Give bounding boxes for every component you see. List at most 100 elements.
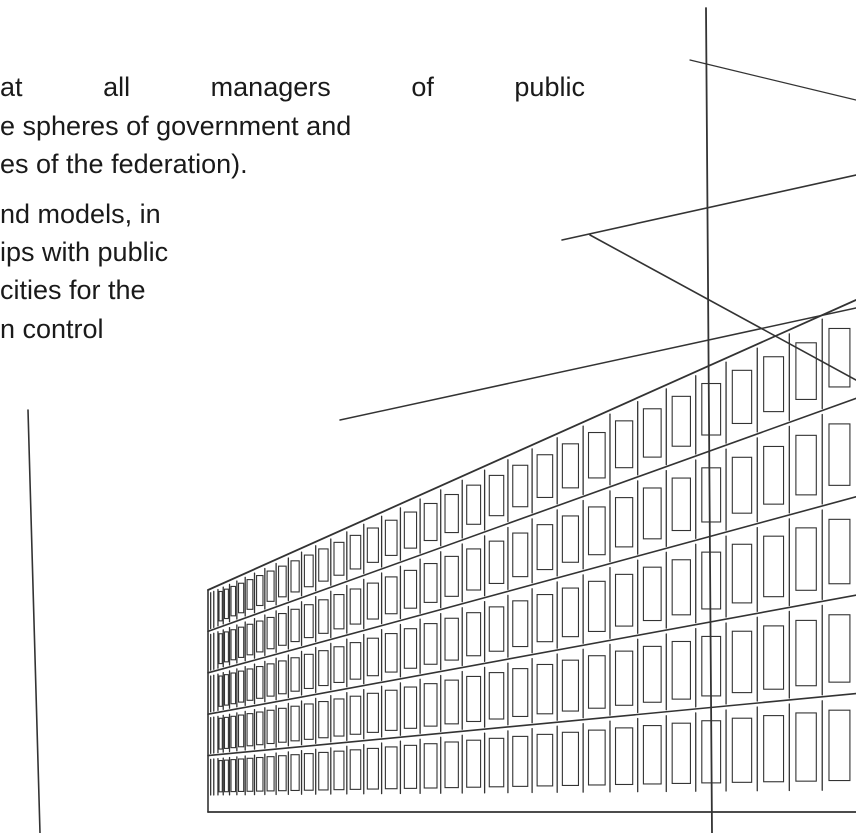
window-frame bbox=[266, 663, 275, 697]
window-frame bbox=[246, 713, 254, 747]
facade-roof-line bbox=[207, 299, 856, 591]
window-frame bbox=[218, 717, 223, 750]
window-frame bbox=[223, 674, 229, 706]
window-frame bbox=[290, 657, 300, 692]
construction-line-diagonal bbox=[689, 59, 856, 101]
window-frame bbox=[828, 518, 851, 585]
word: all bbox=[103, 72, 131, 102]
window-frame bbox=[671, 722, 691, 784]
window-frame bbox=[223, 588, 229, 620]
window-frame bbox=[444, 617, 459, 661]
paragraph-2-line-3: cities for the bbox=[0, 275, 146, 305]
window-frame bbox=[466, 548, 482, 591]
paragraph-1-line-2: e spheres of government and bbox=[0, 111, 352, 141]
window-frame bbox=[278, 612, 287, 646]
window-frame bbox=[333, 541, 345, 576]
window-frame bbox=[488, 606, 505, 652]
word: managers bbox=[210, 72, 331, 102]
window-frame bbox=[423, 743, 438, 789]
window-frame bbox=[256, 620, 264, 653]
window-frame bbox=[318, 548, 329, 582]
window-frame bbox=[246, 579, 254, 610]
construction-line-diagonal bbox=[561, 174, 856, 241]
window-frame bbox=[763, 715, 785, 783]
window-frame bbox=[303, 653, 314, 690]
window-frame bbox=[561, 443, 580, 489]
facade-floor-line bbox=[207, 594, 856, 716]
window-frame bbox=[614, 727, 634, 786]
window-frame bbox=[246, 623, 254, 656]
window-frame bbox=[237, 670, 245, 703]
window-frame bbox=[488, 672, 505, 720]
window-frame bbox=[444, 741, 459, 789]
window-frame bbox=[384, 689, 398, 731]
window-frame bbox=[318, 599, 329, 634]
window-frame bbox=[512, 668, 529, 718]
window-frame bbox=[561, 587, 580, 638]
window-frame bbox=[256, 665, 264, 699]
window-frame bbox=[466, 675, 482, 723]
window-frame bbox=[561, 659, 580, 712]
window-frame bbox=[795, 342, 817, 400]
window-frame bbox=[536, 733, 554, 787]
window-frame bbox=[587, 431, 606, 479]
word: of bbox=[411, 72, 434, 102]
window-frame bbox=[642, 725, 662, 785]
window-frame bbox=[266, 709, 275, 745]
window-frame bbox=[671, 640, 691, 700]
window-frame bbox=[488, 540, 505, 585]
window-frame bbox=[266, 616, 275, 650]
window-frame bbox=[223, 631, 229, 663]
window-frame bbox=[237, 582, 245, 614]
window-frame bbox=[290, 754, 300, 792]
window-frame bbox=[536, 454, 554, 499]
window-frame bbox=[614, 420, 634, 469]
window-frame bbox=[587, 580, 606, 633]
facade-floor-line bbox=[207, 692, 856, 757]
window-frame bbox=[223, 759, 229, 793]
window-frame bbox=[366, 692, 379, 733]
window-frame bbox=[230, 715, 237, 749]
window-frame bbox=[671, 559, 691, 616]
window-frame bbox=[349, 749, 362, 790]
window-frame bbox=[366, 527, 379, 563]
window-frame bbox=[671, 477, 691, 532]
window-frame bbox=[642, 566, 662, 622]
window-frame bbox=[828, 423, 851, 486]
window-frame bbox=[701, 551, 722, 610]
window-frame bbox=[466, 739, 482, 788]
construction-line-diagonal bbox=[339, 307, 856, 421]
paragraph-2-line-2: ips with public bbox=[0, 237, 169, 267]
window-frame bbox=[587, 506, 606, 556]
paragraph-2-line-4: n control bbox=[0, 314, 104, 344]
window-frame bbox=[237, 626, 245, 658]
window-frame bbox=[731, 543, 753, 604]
window-frame bbox=[403, 511, 418, 549]
window-frame bbox=[333, 646, 345, 683]
window-frame bbox=[423, 623, 438, 665]
window-frame bbox=[290, 705, 300, 742]
window-frame bbox=[466, 484, 482, 525]
paragraph-2-line-1: nd models, in bbox=[0, 199, 161, 229]
window-frame bbox=[444, 679, 459, 725]
window-frame bbox=[614, 497, 634, 548]
window-frame bbox=[512, 532, 529, 578]
window-frame bbox=[536, 594, 554, 643]
window-frame bbox=[349, 588, 362, 625]
window-frame bbox=[403, 628, 418, 669]
window-frame bbox=[237, 758, 245, 792]
window-frame bbox=[403, 686, 418, 729]
facade-floor-line bbox=[207, 495, 856, 674]
window-frame bbox=[333, 698, 345, 737]
paragraph-1-line-3: es of the federation). bbox=[0, 149, 248, 179]
window-frame bbox=[828, 327, 851, 388]
window-frame bbox=[795, 619, 817, 687]
window-frame bbox=[512, 600, 529, 648]
construction-line-vertical bbox=[27, 409, 41, 833]
window-frame bbox=[536, 663, 554, 715]
window-frame bbox=[466, 612, 482, 657]
window-frame bbox=[266, 756, 275, 792]
window-frame bbox=[333, 750, 345, 791]
window-frame bbox=[795, 712, 817, 782]
window-frame bbox=[278, 565, 287, 598]
